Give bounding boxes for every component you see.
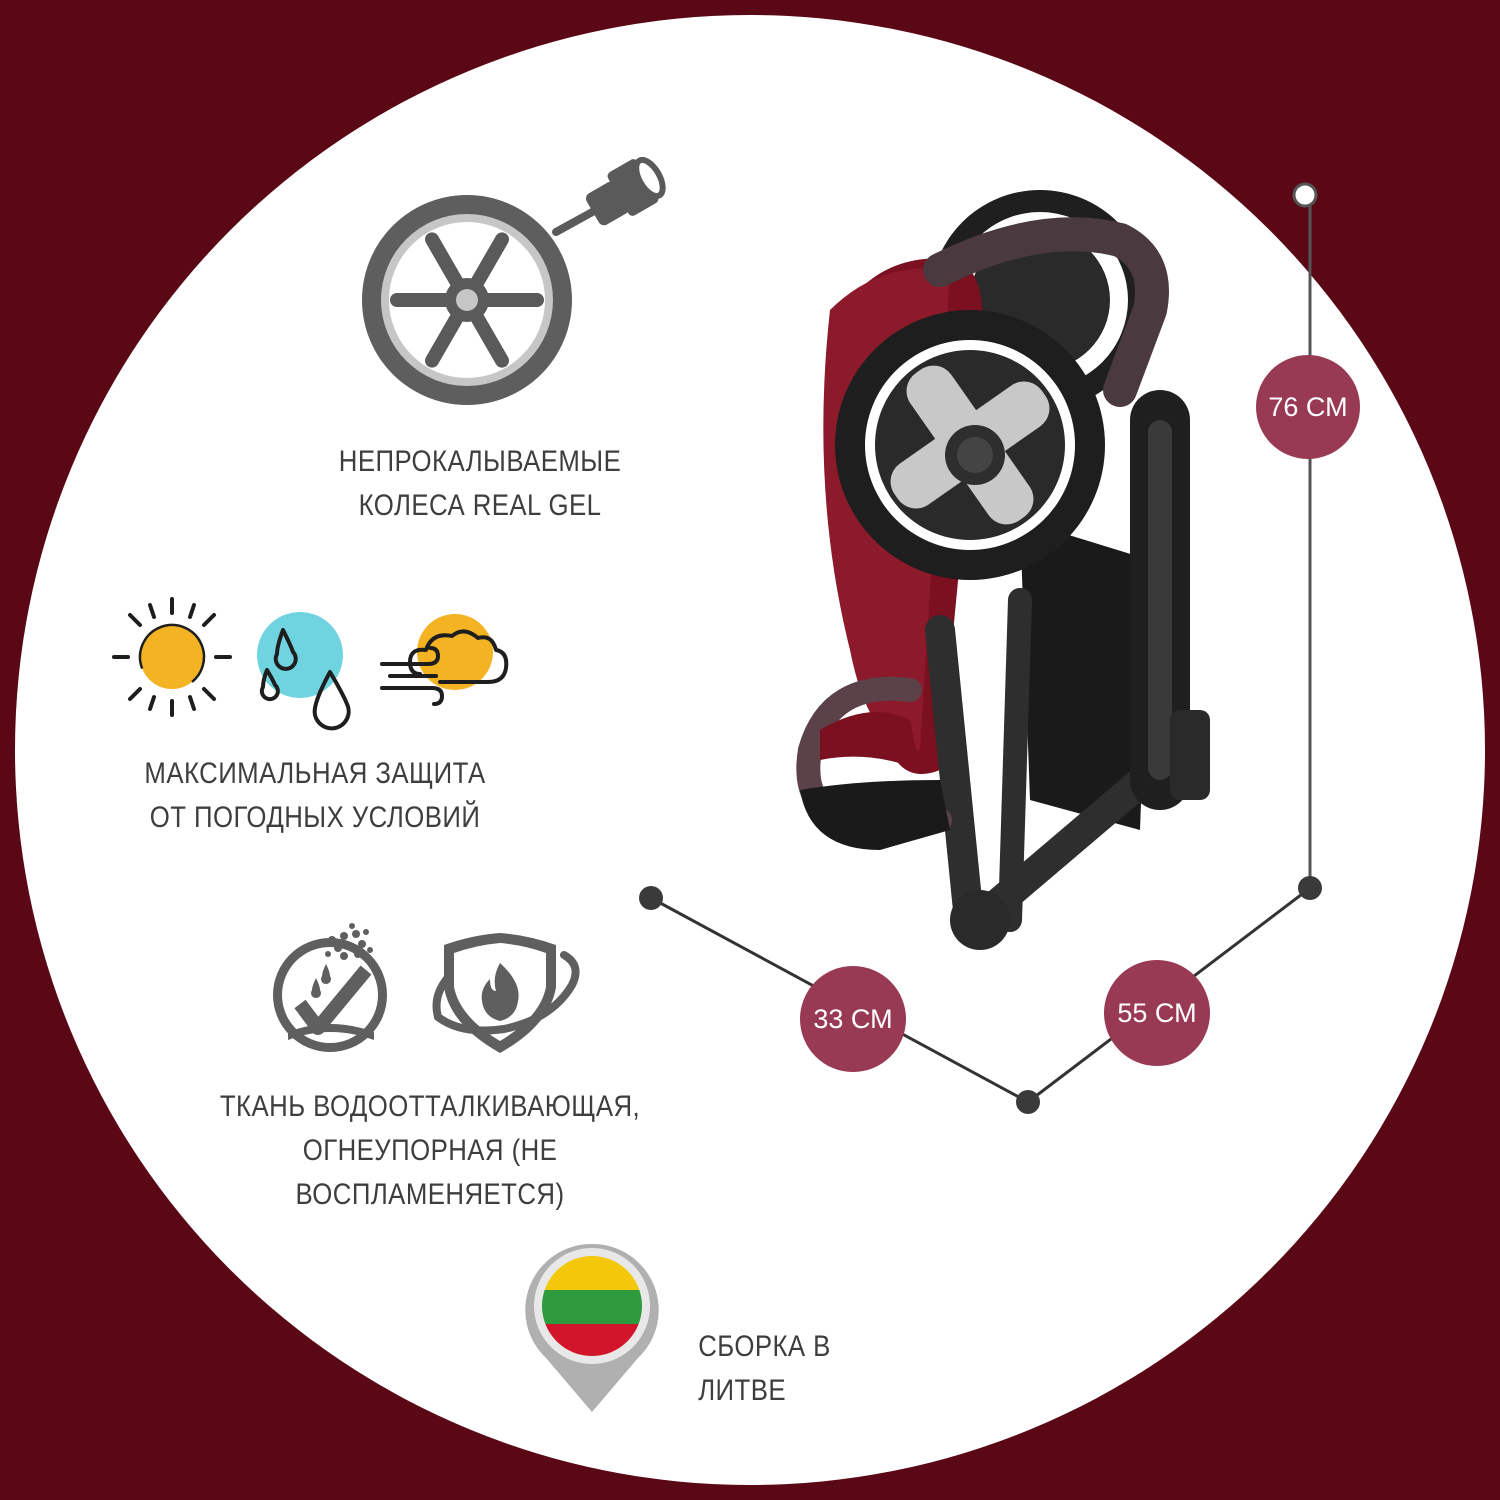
wheel-icon [362,156,666,405]
height-badge: 76 СМ [1256,355,1360,459]
fire-shield-icon [432,933,580,1053]
fabric-line-1: ТКАНЬ ВОДООТТАЛКИВАЮЩАЯ, [219,1090,641,1123]
water-repellent-icon [273,923,387,1052]
height-top-dot [1292,182,1318,208]
height-bottom-dot [1298,876,1322,900]
assembly-text: СБОРКА В ЛИТВЕ [698,1325,922,1413]
folded-stroller-image [796,190,1210,950]
lithuania-flag-pin-icon [525,1243,659,1412]
fabric-line-2: ОГНЕУПОРНАЯ (НЕ ВОСПЛАМЕНЯЕТСЯ) [295,1134,565,1211]
depth-end-dot [639,886,663,910]
fabric-feature-text: ТКАНЬ ВОДООТТАЛКИВАЮЩАЯ, ОГНЕУПОРНАЯ (НЕ… [189,1085,671,1217]
assembly-label: СБОРКА В ЛИТВЕ [698,1330,831,1407]
wheels-feature-text: НЕПРОКАЛЫВАЕМЫЕ КОЛЕСА REAL GEL [325,440,635,528]
weather-line-1: МАКСИМАЛЬНАЯ ЗАЩИТА [144,757,486,790]
width-label: 55 СМ [1117,997,1197,1028]
white-circle-background [15,15,1485,1485]
width-badge: 55 СМ [1104,960,1210,1066]
corner-dot [1016,1090,1040,1114]
wind-cloud-icon [380,614,509,706]
weather-feature-text: МАКСИМАЛЬНАЯ ЗАЩИТА ОТ ПОГОДНЫХ УСЛОВИЙ [143,752,487,840]
depth-badge: 33 СМ [800,966,906,1072]
wheels-line-2: КОЛЕСА REAL GEL [358,489,602,522]
height-label: 76 СМ [1268,391,1348,422]
basket [1020,520,1150,830]
weather-line-2: ОТ ПОГОДНЫХ УСЛОВИЙ [149,801,481,834]
rain-drops-icon [257,612,351,731]
wheels-line-1: НЕПРОКАЛЫВАЕМЫЕ [338,445,622,478]
depth-label: 33 СМ [813,1003,893,1034]
handlebar [923,217,1169,407]
sun-icon [112,597,232,717]
